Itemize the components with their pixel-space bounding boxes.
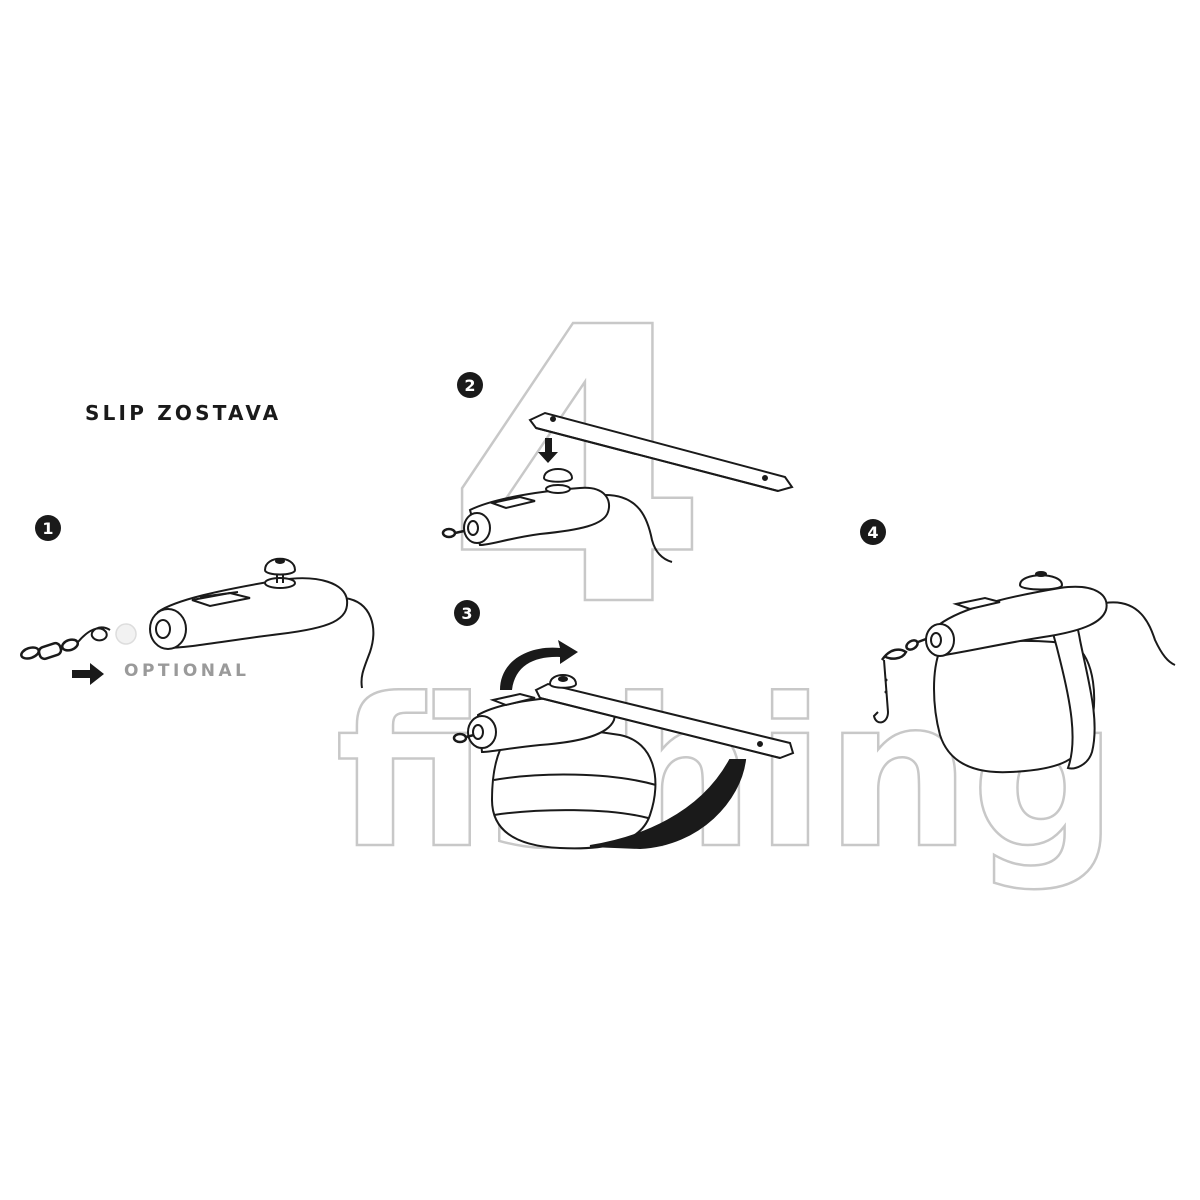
step-2-badge: 2: [457, 372, 483, 398]
lead-weight-body: [925, 571, 1108, 657]
quick-link-icon: [77, 626, 111, 643]
swivel-icon: [441, 527, 465, 539]
step-1-number: 1: [42, 519, 53, 538]
silicone-strap-wrap: [589, 759, 747, 850]
step-2-number: 2: [464, 376, 475, 395]
lead-core-line: [344, 597, 375, 689]
silicone-strap: [534, 674, 795, 760]
lead-weight-body: [463, 468, 610, 547]
lead-core-line: [1104, 601, 1176, 666]
step-1-optional-note: OPTIONAL: [124, 661, 250, 681]
watermark-digit: 4: [445, 247, 709, 690]
arrow-right-icon: [72, 663, 104, 685]
swivel-icon: [880, 637, 927, 661]
step-3: 3: [452, 600, 795, 850]
step-1-badge: 1: [35, 515, 61, 541]
arrow-down-icon: [538, 438, 558, 463]
hook-line-dot: [884, 690, 888, 694]
step-4: 4: [860, 519, 1176, 774]
bead-icon: [115, 623, 137, 645]
step-3-number: 3: [461, 604, 472, 623]
hook-icon: [872, 659, 890, 724]
step-2: 2: [441, 372, 794, 563]
step-4-badge: 4: [860, 519, 886, 545]
step-4-number: 4: [867, 523, 878, 542]
lead-weight-body: [467, 692, 616, 754]
step-1: 1 OPTIONAL: [20, 515, 375, 689]
swivel-icon: [20, 638, 80, 661]
silicone-strap: [528, 411, 794, 493]
lead-weight-body: [149, 557, 349, 650]
step-3-badge: 3: [454, 600, 480, 626]
swivel-icon: [452, 732, 475, 744]
lead-core-line: [604, 494, 673, 563]
hook-line-dots: [884, 678, 888, 682]
rotate-arrow-icon: [500, 640, 578, 690]
diagram-title: SLIP ZOSTAVA: [85, 401, 281, 425]
silicone-strap-wrap: [1038, 593, 1096, 770]
